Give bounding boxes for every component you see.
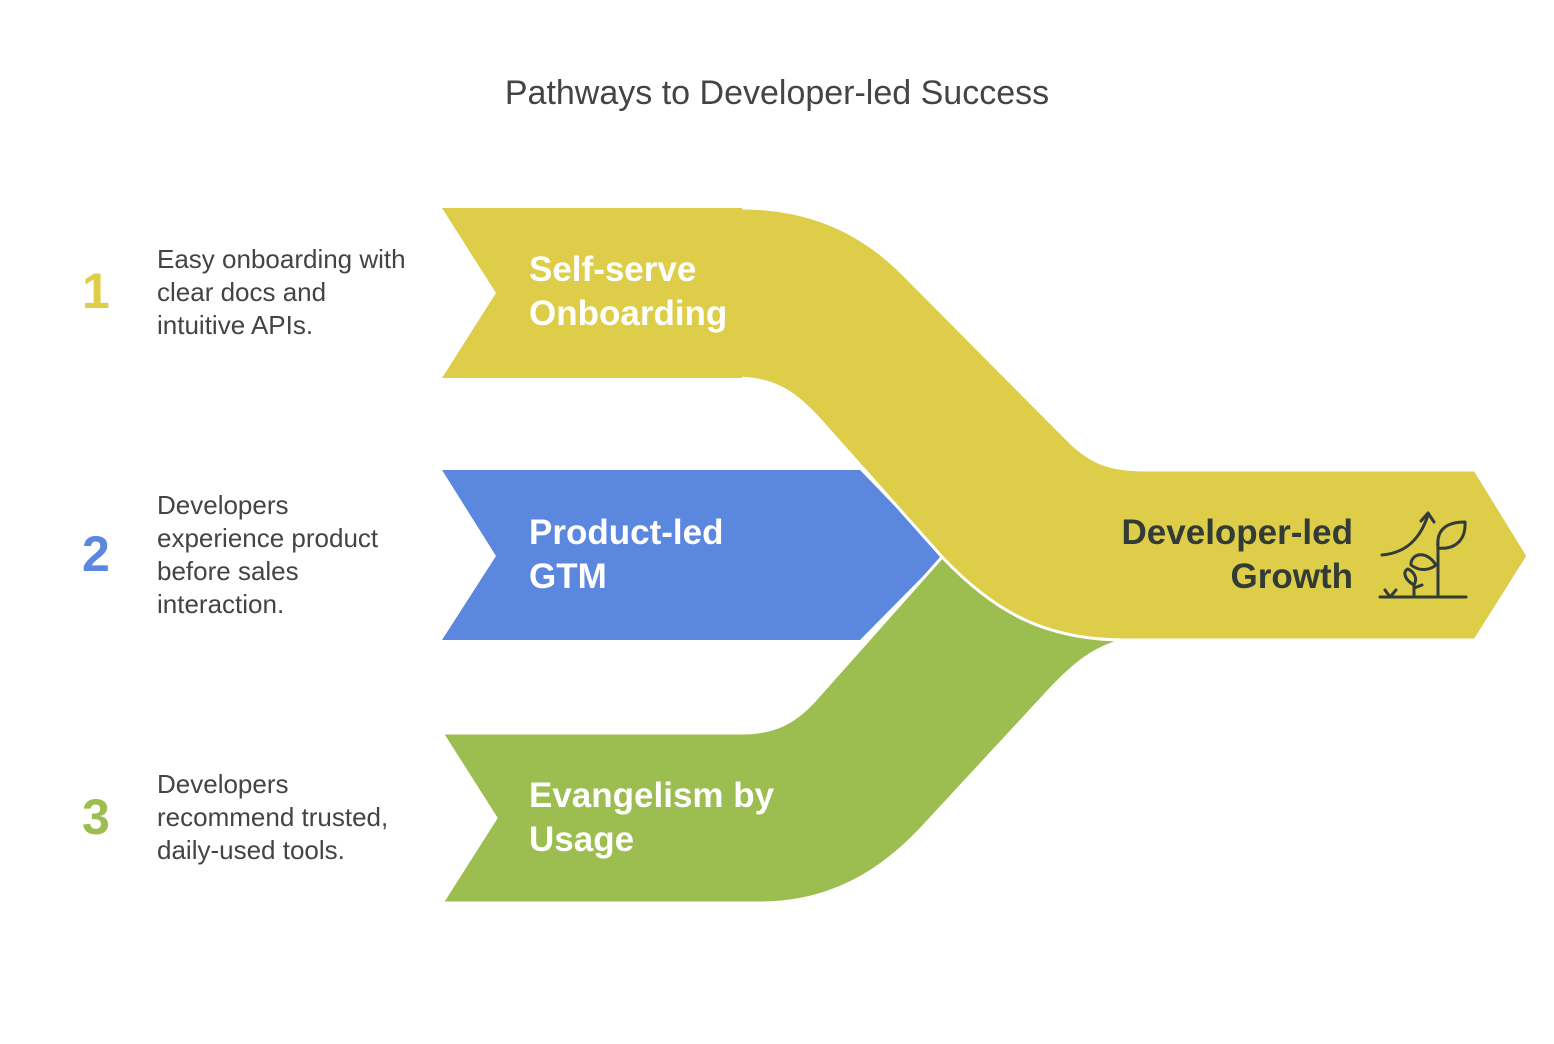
step-3-description: Developers recommend trusted, daily-used… (157, 769, 389, 865)
step-2-description: Developers experience product before sal… (157, 490, 379, 619)
product-led-label: Product-led GTM (529, 511, 723, 599)
outcome-label: Developer-led Growth (1050, 511, 1353, 599)
evangelism-label: Evangelism by Usage (529, 774, 774, 862)
label-line: Developer-led (1121, 513, 1353, 552)
step-3-number: 3 (82, 789, 110, 845)
growth-plant-icon (1378, 511, 1468, 599)
label-line: Product-led (529, 513, 724, 552)
label-line: GTM (529, 557, 607, 596)
product-led-arrow (442, 470, 943, 640)
label-line: Growth (1230, 557, 1353, 596)
label-line: Self-serve (529, 250, 697, 289)
label-line: Evangelism by (529, 776, 775, 815)
step-2-number: 2 (82, 526, 110, 582)
label-line: Usage (529, 820, 635, 859)
step-1-description: Easy onboarding with clear docs and intu… (157, 244, 406, 340)
diagram-title: Pathways to Developer-led Success (504, 74, 1050, 112)
label-line: Onboarding (529, 294, 728, 333)
evangelism-arrow (439, 554, 1123, 905)
self-serve-label: Self-serve Onboarding (529, 248, 727, 336)
step-1-number: 1 (82, 263, 110, 319)
